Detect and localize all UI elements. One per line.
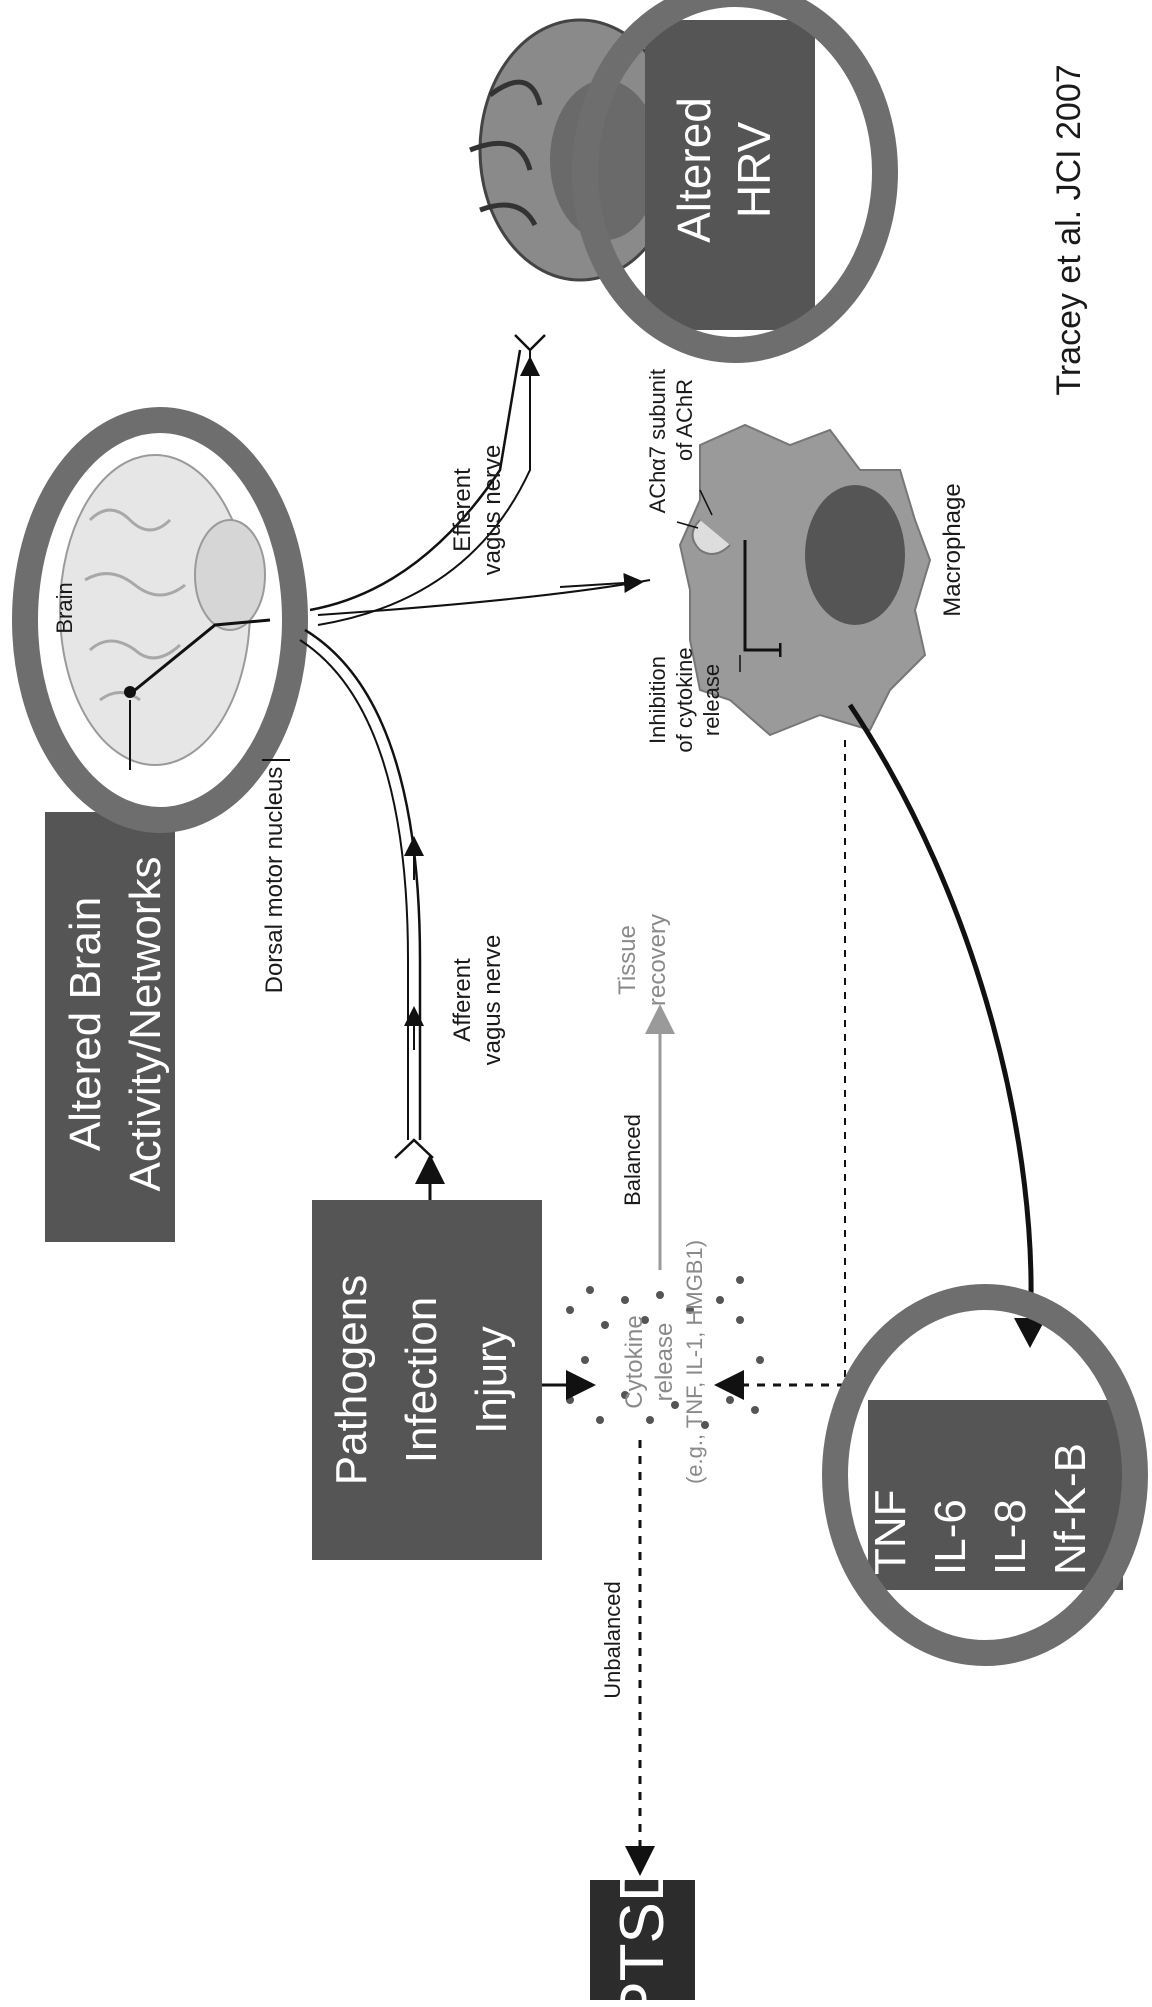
cytokine-label-1: Cytokine — [621, 1315, 648, 1408]
balanced-label: Balanced — [620, 1114, 645, 1206]
cytokine-label-2: release — [651, 1323, 678, 1402]
hrv-label-1: Altered — [668, 97, 720, 243]
cytokine-list-box — [868, 1400, 1123, 1590]
hrv-label-2: HRV — [728, 122, 780, 219]
inhibition-label-2: of cytokine — [672, 647, 697, 752]
pathogens-label-2: Infection — [397, 1297, 446, 1463]
inhibition-label-3: release — [699, 664, 724, 736]
hrv-box — [645, 20, 815, 330]
ach-label: ACh — [645, 471, 670, 514]
efferent-vagus-nerve — [309, 349, 522, 612]
macrophage-label: Macrophage — [939, 483, 966, 616]
cytokine-dots — [566, 1276, 764, 1429]
pathogens-box — [312, 1200, 542, 1560]
cytokine-il8: IL-8 — [986, 1499, 1035, 1575]
tissue-recovery-label-1: Tissue — [614, 925, 641, 995]
efferent-label-2: vagus nerve — [479, 445, 506, 576]
cytokine-label-3: (e.g., TNF, IL-1, HMGB1) — [682, 1240, 707, 1484]
dorsal-motor-nucleus-label: Dorsal motor nucleus — [261, 767, 288, 994]
hrv-highlight-ring — [572, 0, 898, 363]
brain-activity-label-2: Activity/Networks — [121, 857, 170, 1192]
inhibition-label-1: Inhibition — [645, 656, 670, 744]
brain-image — [59, 454, 271, 766]
pathogens-label-1: Pathogens — [327, 1275, 376, 1485]
pathogens-label-3: Injury — [467, 1326, 516, 1434]
unbalanced-label: Unbalanced — [600, 1581, 625, 1698]
afferent-vagus-nerve — [304, 628, 422, 1140]
citation: Tracey et al. JCI 2007 — [1050, 64, 1088, 395]
ptsd-box — [590, 1880, 695, 2000]
macrophage-to-cytokines-arrow — [847, 703, 1034, 1331]
brain-highlight-ring — [12, 407, 308, 833]
afferent-label-1: Afferent — [449, 958, 476, 1042]
ptsd-label: PTSD — [608, 1857, 677, 2007]
cytokine-nfkb: Nf-K-B — [1046, 1443, 1095, 1575]
brain-label: Brain — [52, 582, 77, 633]
tissue-recovery-label-2: recovery — [644, 914, 671, 1006]
cytokine-tnf: TNF — [866, 1489, 915, 1575]
afferent-label-2: vagus nerve — [479, 935, 506, 1066]
efferent-label-1: Efferent — [449, 468, 476, 552]
brain-activity-label-1: Altered Brain — [61, 897, 110, 1151]
cytokine-highlight-ring — [822, 1284, 1148, 1666]
alpha7-label-1: α7 subunit — [645, 369, 670, 471]
cytokine-il6: IL-6 — [926, 1499, 975, 1575]
alpha7-label-2: of AChR — [672, 379, 697, 461]
brain-activity-box — [45, 812, 175, 1242]
